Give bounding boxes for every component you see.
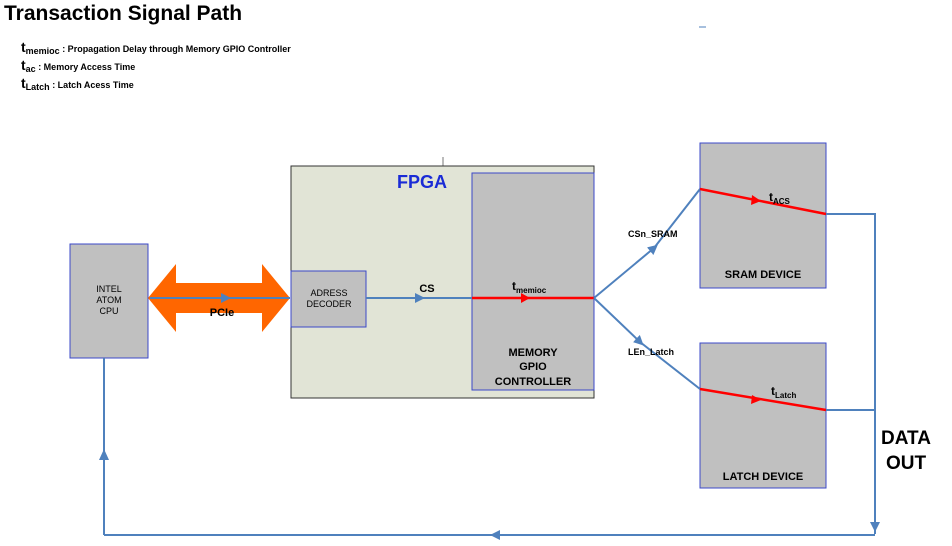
cs-label: CS xyxy=(419,283,434,295)
controller-label-line1: MEMORY xyxy=(508,347,558,359)
acs-timing-label: tACS xyxy=(769,190,791,206)
data-out-label-line1: DATA xyxy=(881,428,931,449)
return-to-cpu-arrowhead xyxy=(99,449,109,460)
sram-label: SRAM DEVICE xyxy=(725,269,801,281)
pcie-label: PCIe xyxy=(210,307,234,319)
data-out-label-line2: OUT xyxy=(886,453,927,474)
csn-sram-branch-tail xyxy=(653,188,701,249)
cpu-label-line3: CPU xyxy=(99,306,118,316)
return-bus-arrowhead xyxy=(490,530,500,540)
decoder-label-line2: DECODER xyxy=(306,299,352,309)
legend-ac: tac : Memory Access Time xyxy=(21,57,136,74)
csn-sram-label: CSn_SRAM xyxy=(628,229,678,239)
acs-timing-path xyxy=(699,187,827,216)
latch-timing-label: tLatch xyxy=(771,384,796,400)
acs-arrowhead xyxy=(751,195,761,205)
latch-label: LATCH DEVICE xyxy=(723,471,803,483)
memioc-timing-label: tmemioc xyxy=(512,279,547,295)
latch-arrowhead xyxy=(751,395,761,404)
len-latch-branch xyxy=(593,297,644,346)
latch-device xyxy=(699,342,827,489)
cpu-label-line1: INTEL xyxy=(96,284,122,294)
controller-label-line3: CONTROLLER xyxy=(495,376,571,388)
address-decoder xyxy=(290,270,367,328)
csn-sram-branch xyxy=(593,244,658,299)
latch-timing-path xyxy=(699,387,827,412)
legend-memioc: tmemioc : Propagation Delay through Memo… xyxy=(21,39,291,56)
legend-latch: tLatch : Latch Acess Time xyxy=(21,75,134,92)
intel-atom-cpu xyxy=(69,243,149,359)
len-latch-label: LEn_Latch xyxy=(628,347,674,357)
cpu-label-line2: ATOM xyxy=(96,295,121,305)
fpga-label: FPGA xyxy=(397,172,447,192)
sram-data-out-line xyxy=(826,213,876,534)
sram-device xyxy=(699,142,827,289)
decoder-label-line1: ADRESS xyxy=(310,288,347,298)
memory-gpio-controller xyxy=(471,172,595,391)
controller-label-line2: GPIO xyxy=(519,361,547,373)
memioc-arrowhead xyxy=(521,293,530,303)
data-out-arrowhead xyxy=(870,522,880,532)
len-latch-branch-tail xyxy=(639,341,701,390)
diagram-title: Transaction Signal Path xyxy=(4,2,243,25)
